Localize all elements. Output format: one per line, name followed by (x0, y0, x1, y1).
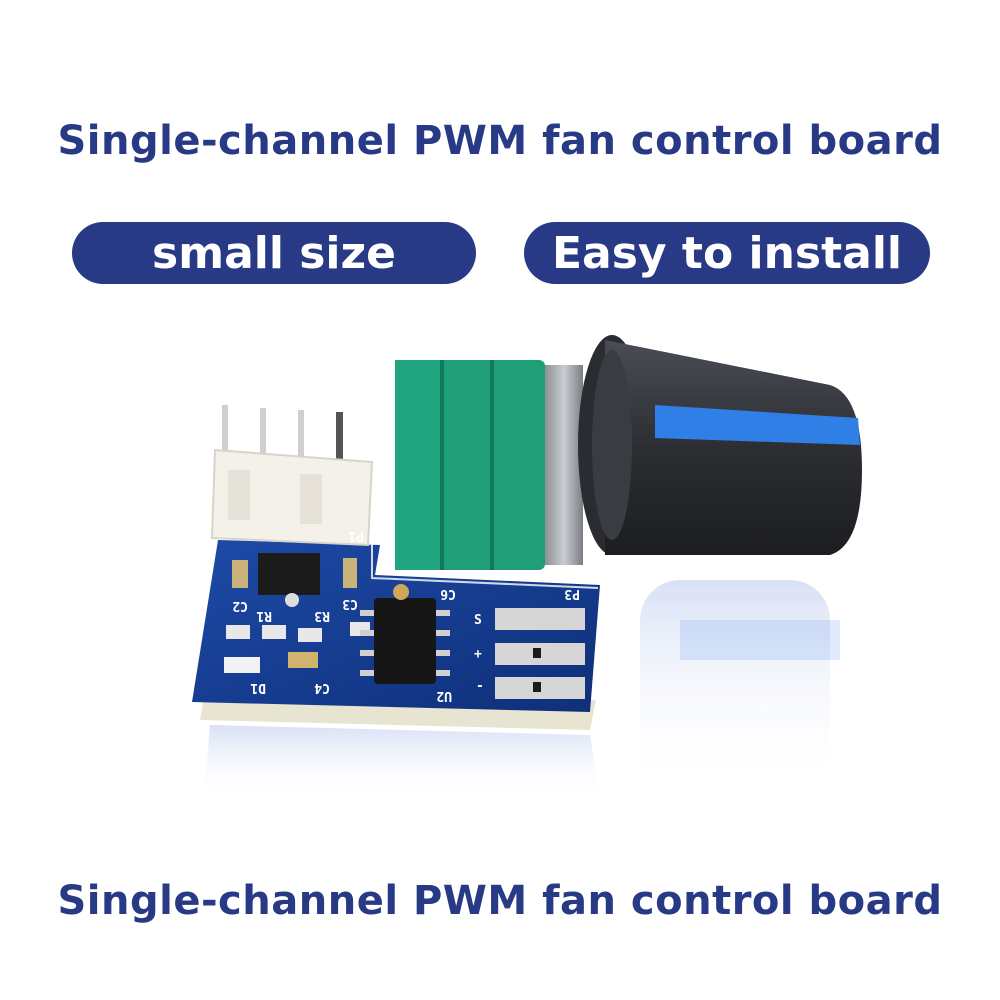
silk-r1: R1 (256, 608, 272, 623)
silk-c3: C3 (342, 596, 358, 611)
product-photo: C2 R1 R3 C3 C6 P3 D1 C4 U2 P1 S + - (192, 335, 862, 800)
product-reflection (205, 580, 840, 800)
badge-small-size: small size (72, 222, 476, 284)
fan-connector (210, 405, 374, 547)
silk-c6: C6 (440, 586, 456, 601)
silk-s: S (474, 613, 482, 628)
silk-p1: P1 (348, 528, 364, 543)
badge-easy-install: Easy to install (524, 222, 930, 284)
silk-u2: U2 (436, 688, 452, 703)
silk-c4: C4 (314, 680, 330, 695)
badge-easy-install-label: Easy to install (551, 227, 902, 279)
badge-small-size-label: small size (152, 227, 396, 279)
potentiometer (395, 360, 583, 570)
silk-p3: P3 (564, 586, 580, 601)
header-title: Single-channel PWM fan control board (57, 118, 943, 164)
silk-plus: + (474, 647, 482, 662)
footer-title: Single-channel PWM fan control board (57, 878, 943, 924)
knob-icon (578, 335, 862, 555)
solder-pads (495, 608, 585, 699)
silk-d1: D1 (250, 680, 266, 695)
smd-components (224, 553, 370, 673)
chip-u2 (360, 584, 450, 684)
silk-minus: - (476, 679, 484, 694)
silk-c2: C2 (232, 598, 248, 613)
silkscreen-labels: C2 R1 R3 C3 C6 P3 D1 C4 U2 P1 S + - (232, 528, 580, 703)
silk-r3: R3 (314, 608, 330, 623)
